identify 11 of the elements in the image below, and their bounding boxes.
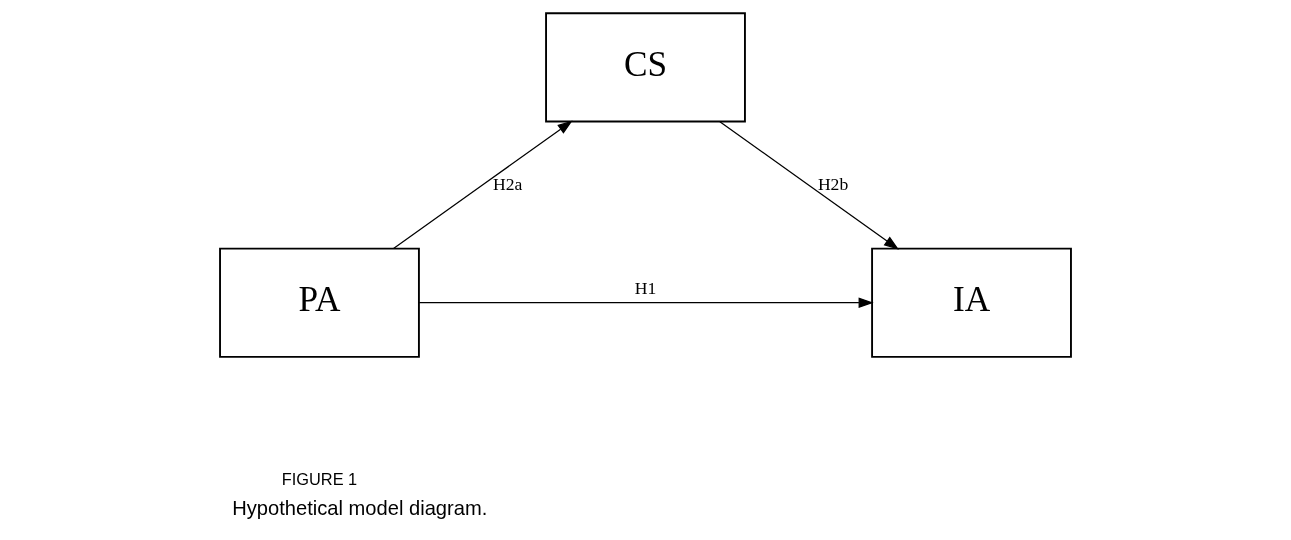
arrow xyxy=(719,121,899,250)
node-box: CS xyxy=(545,12,746,123)
edge-label: H2b xyxy=(817,173,849,194)
edge-label: H1 xyxy=(634,278,657,299)
label: FIGURE 1 xyxy=(281,469,358,488)
caption: Hypothetical model diagram. xyxy=(232,497,488,520)
node-box: PA xyxy=(219,247,420,358)
arrow xyxy=(418,297,874,308)
arrow xyxy=(392,120,573,250)
edge-label: H2a xyxy=(492,173,523,194)
node-box: IA xyxy=(871,247,1072,358)
